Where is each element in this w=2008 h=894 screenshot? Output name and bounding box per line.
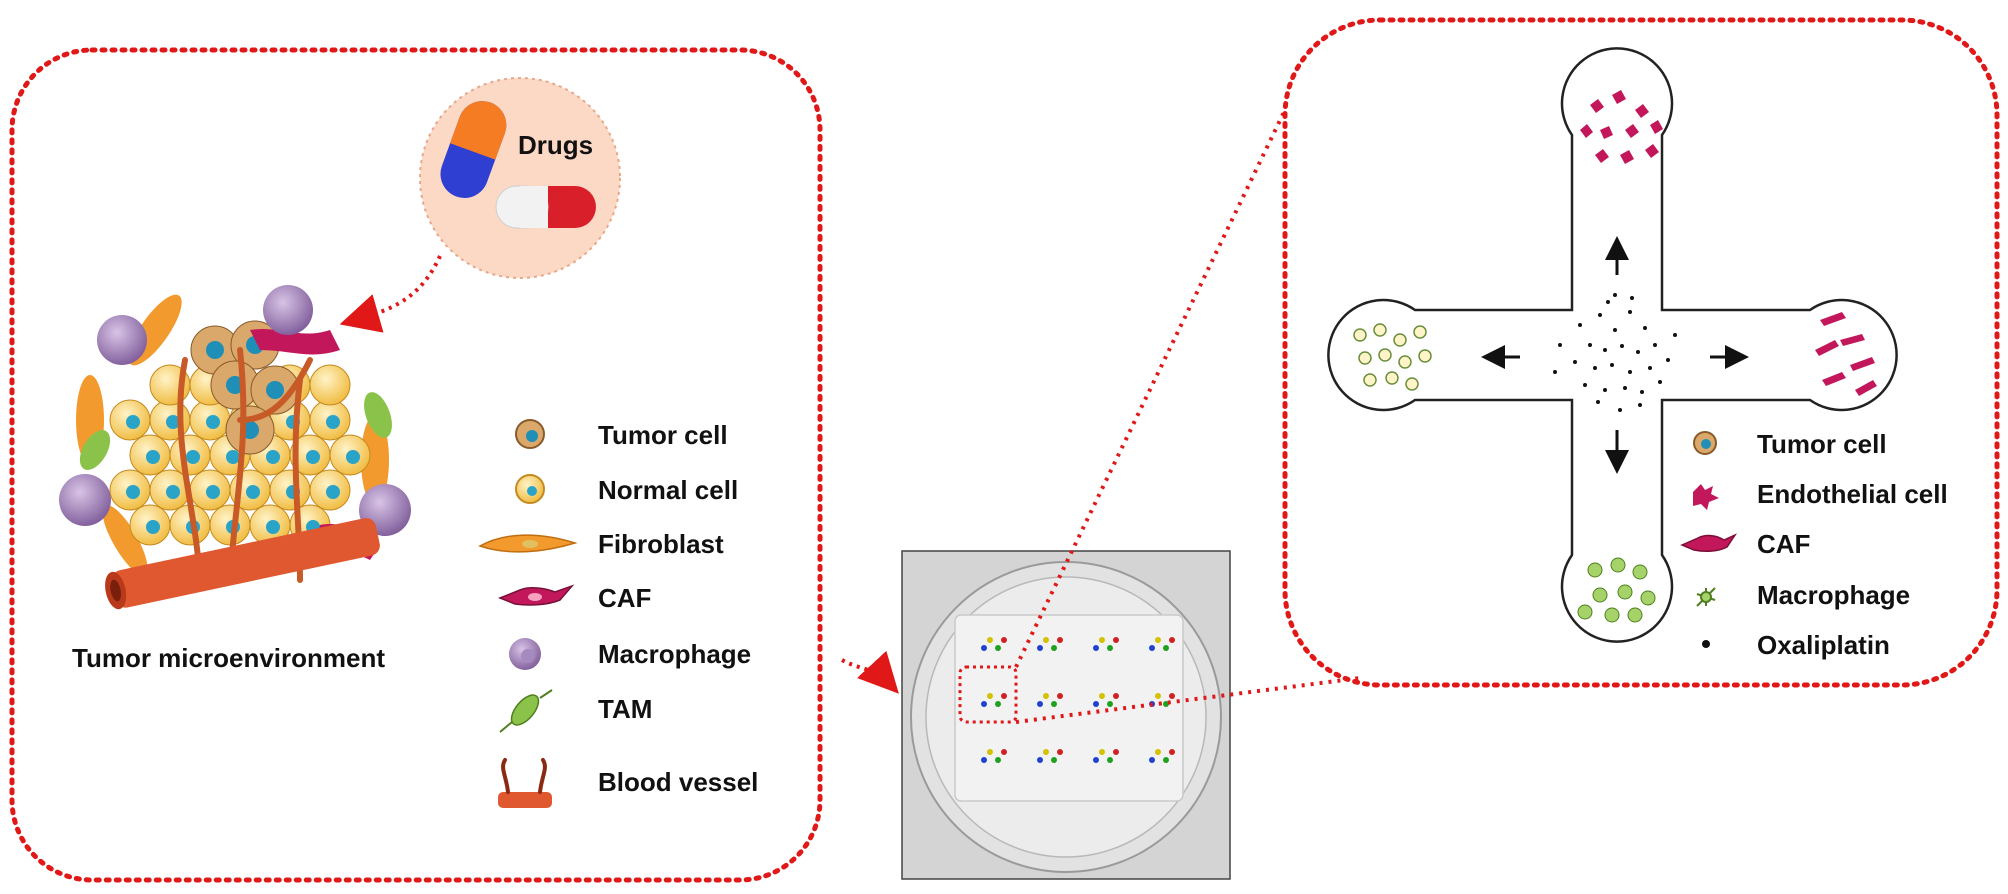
legend-label: Oxaliplatin [1757,630,1890,660]
right-panel: Tumor cell Endothelial cell CAF Macropha… [1282,17,2000,688]
legend-label: Fibroblast [598,529,724,559]
oxaliplatin-dots [1553,293,1677,412]
left-legend: Tumor cell Normal cell Fibroblast CAF [478,419,758,808]
legend-macrophage-icon [509,638,541,670]
diffusion-arrows [1481,236,1749,474]
legend-fibroblast-icon [478,534,578,553]
drugs-illustration: Drugs [419,77,621,279]
legend-normal-cell-icon [515,474,545,504]
legend-label: Macrophage [598,639,751,669]
tumor-microenvironment-illustration [59,285,411,610]
endothelial-cells-chamber [1580,90,1663,164]
left-panel: Drugs [9,47,823,883]
zoom-line-bottom [1015,676,1361,724]
drugs-to-tumor-arrow [339,255,442,333]
zoom-line-top [1014,109,1287,668]
legend-tumor-cell-icon [1693,431,1717,455]
chip-photo [901,550,1231,880]
legend-tam-icon [499,689,553,733]
legend-label: Normal cell [598,475,738,505]
legend-label: CAF [598,583,651,613]
macrophage-cells-chamber [1577,557,1656,623]
legend-tumor-cell-icon [515,419,545,449]
legend-label: Macrophage [1757,580,1910,610]
legend-label: CAF [1757,529,1810,559]
caf-cells-chamber [1815,312,1877,396]
legend-macrophage-icon [1696,587,1716,607]
legend-label: TAM [598,694,652,724]
chip-wells-grid [981,637,1175,763]
drugs-label: Drugs [518,130,593,160]
legend-caf-icon [497,584,575,606]
main-blood-vessel [105,518,380,610]
tumor-microenvironment-title: Tumor microenvironment [72,643,385,673]
zoom-selection-box [958,665,1018,724]
legend-endothelial-cell-icon [1693,484,1719,510]
cross-microfluidic-chip [1327,47,1898,643]
legend-label: Tumor cell [598,420,728,450]
capsule-orange-blue-icon [440,101,507,198]
legend-blood-vessel-icon [498,758,552,808]
legend-caf-icon [1680,533,1738,552]
tumor-cells-chamber [1353,323,1432,391]
legend-oxaliplatin-dot-icon [1702,640,1710,648]
panel-to-chip-arrow [841,650,899,694]
right-legend: Tumor cell Endothelial cell CAF Macropha… [1680,429,1948,660]
left-panel-border [9,47,823,883]
capsule-white-red-icon [495,185,596,229]
legend-label: Endothelial cell [1757,479,1948,509]
legend-label: Tumor cell [1757,429,1887,459]
legend-label: Blood vessel [598,767,758,797]
right-panel-border [1282,17,2000,688]
